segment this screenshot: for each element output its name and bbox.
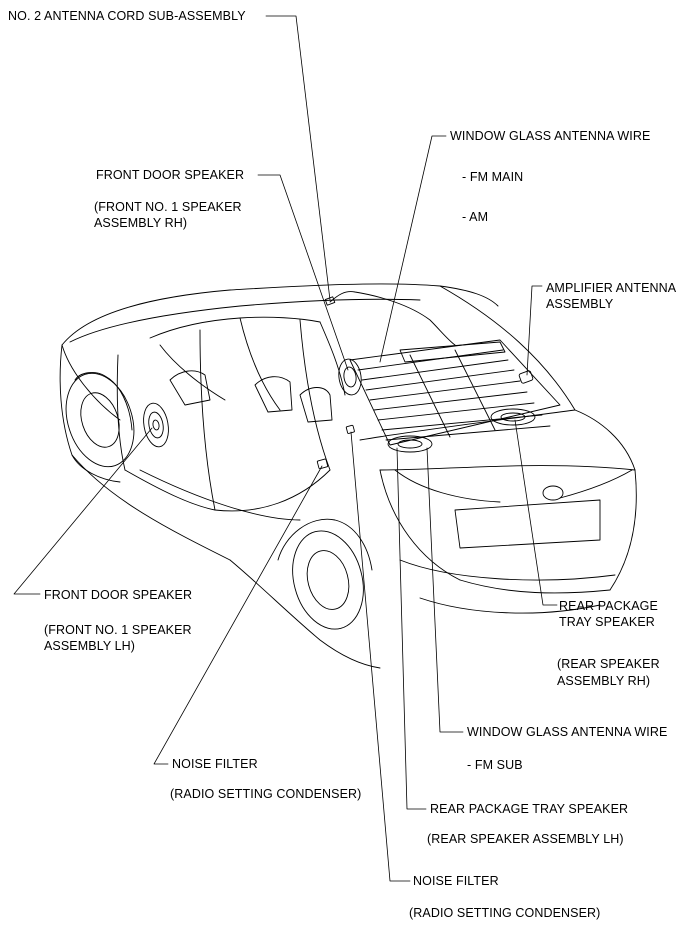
label-front-door-speaker-lh-sub-2: ASSEMBLY LH) [44, 639, 136, 653]
label-rear-package-tray-speaker-lh: REAR PACKAGE TRAY SPEAKER [430, 802, 629, 816]
label-fm-sub: - FM SUB [467, 758, 523, 772]
leader-lines [13, 15, 558, 882]
label-window-glass-antenna-wire-top: WINDOW GLASS ANTENNA WIRE [450, 129, 651, 143]
label-window-glass-antenna-wire-bottom: WINDOW GLASS ANTENNA WIRE [467, 725, 668, 739]
label-amplifier-antenna-1: AMPLIFIER ANTENNA [546, 281, 677, 295]
label-rear-speaker-assembly-lh: (REAR SPEAKER ASSEMBLY LH) [427, 832, 624, 846]
front-door-speaker-lh-shape [143, 402, 169, 448]
rear-package-tray-speaker-rh-shape [490, 408, 536, 426]
amplifier-antenna-shape [518, 370, 534, 384]
label-radio-setting-condenser-bottom: (RADIO SETTING CONDENSER) [409, 906, 601, 920]
car-body [59, 283, 637, 669]
label-am: - AM [462, 210, 489, 224]
rear-window-glass [349, 339, 561, 446]
label-noise-filter-bottom: NOISE FILTER [413, 874, 499, 888]
label-rear-speaker-assembly-rh-1: (REAR SPEAKER [557, 657, 660, 671]
antenna-cord [329, 291, 456, 346]
label-front-door-speaker-rh: FRONT DOOR SPEAKER [96, 168, 245, 182]
label-radio-setting-condenser-left: (RADIO SETTING CONDENSER) [170, 787, 362, 801]
label-front-door-speaker-rh-sub-2: ASSEMBLY RH) [94, 216, 188, 230]
label-front-door-speaker-rh-sub-1: (FRONT NO. 1 SPEAKER [94, 200, 242, 214]
label-rear-package-tray-speaker-rh-2: TRAY SPEAKER [559, 615, 655, 629]
label-no2-antenna-cord: NO. 2 ANTENNA CORD SUB-ASSEMBLY [8, 9, 246, 23]
label-rear-speaker-assembly-rh-2: ASSEMBLY RH) [557, 674, 651, 688]
label-front-door-speaker-lh: FRONT DOOR SPEAKER [44, 588, 193, 602]
front-door-speaker-rh-shape [338, 358, 362, 396]
noise-filter-shape-right [345, 424, 355, 434]
label-noise-filter-left: NOISE FILTER [172, 757, 258, 771]
antenna-cord-connector [324, 296, 336, 306]
noise-filter-shape-left [316, 458, 329, 470]
rear-package-tray-speaker-lh-shape [387, 435, 433, 453]
label-fm-main: - FM MAIN [462, 170, 524, 184]
label-rear-package-tray-speaker-rh-1: REAR PACKAGE [559, 599, 658, 613]
label-front-door-speaker-lh-sub-1: (FRONT NO. 1 SPEAKER [44, 623, 192, 637]
label-amplifier-antenna-2: ASSEMBLY [546, 297, 614, 311]
